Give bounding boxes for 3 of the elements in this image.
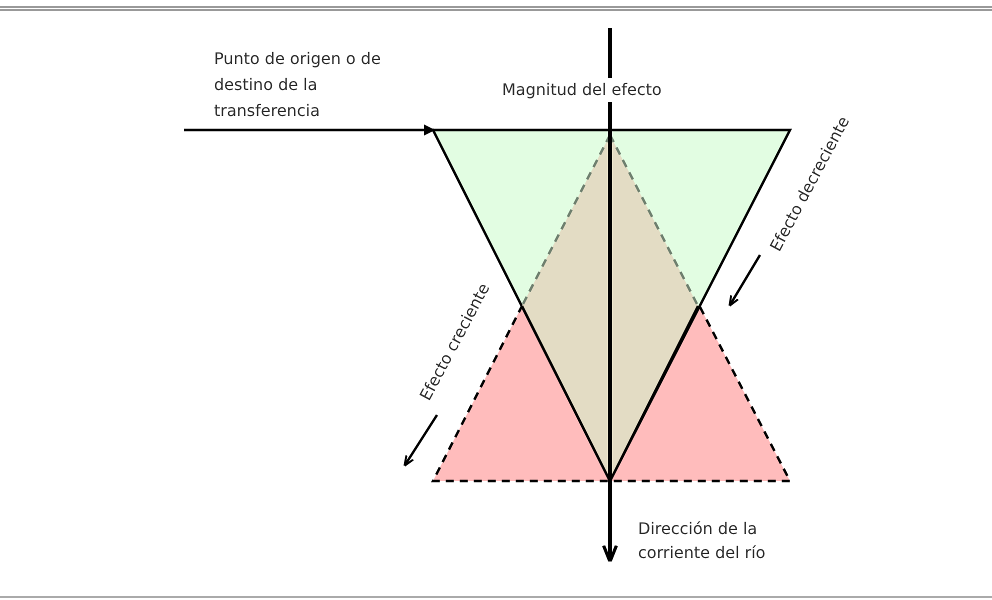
arrow (184, 124, 436, 136)
annotation-text: Punto de origen o de destino de la transferencia (214, 48, 382, 122)
axis-label: Dirección de la corriente del río (638, 518, 766, 564)
